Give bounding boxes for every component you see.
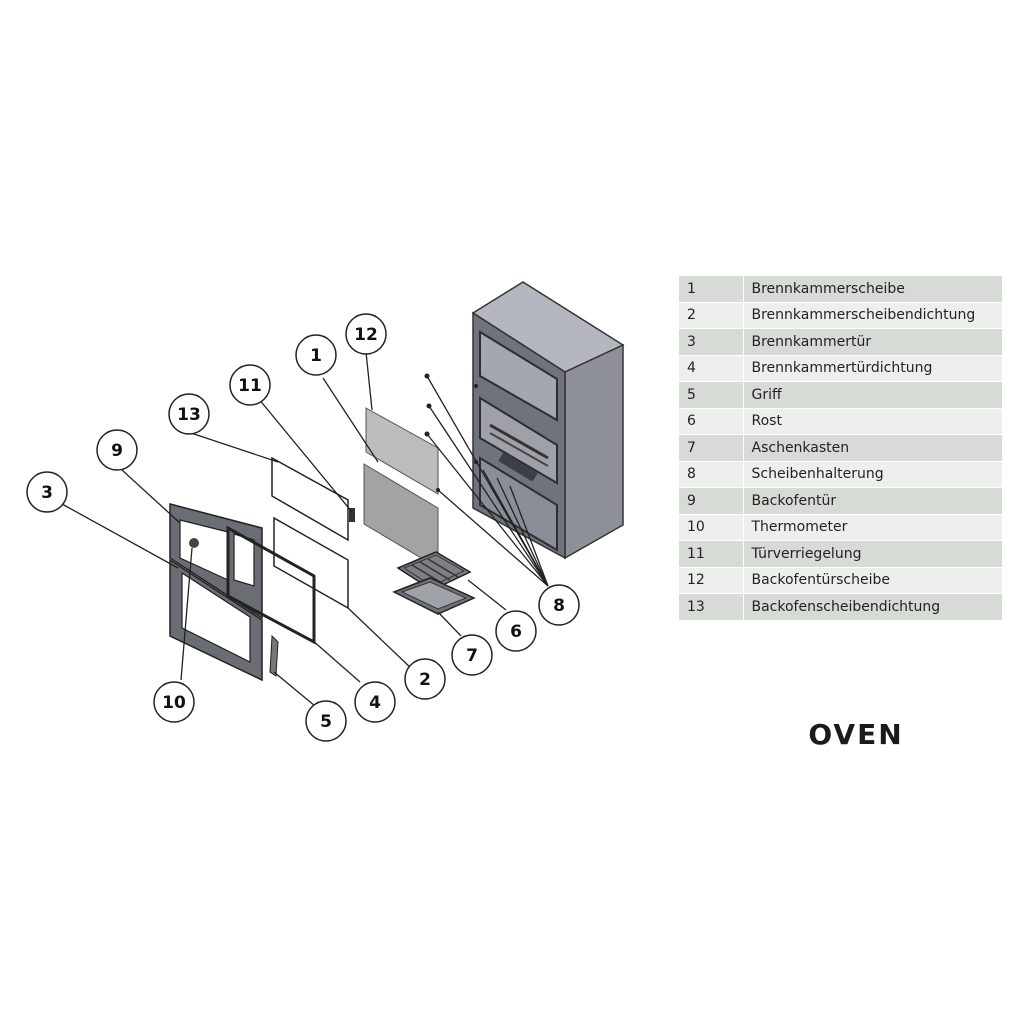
svg-text:8: 8 — [553, 596, 565, 616]
part-number: 13 — [679, 593, 744, 621]
part-number: 5 — [679, 381, 744, 409]
part-name: Backofentür — [743, 487, 1002, 515]
callout-1: 1 — [295, 334, 337, 376]
part-number: 1 — [679, 276, 744, 303]
part-number: 12 — [679, 567, 744, 594]
svg-text:1: 1 — [310, 346, 322, 366]
callout-5: 5 — [305, 700, 347, 742]
part-name: Scheibenhalterung — [743, 461, 1002, 488]
ash-box — [392, 577, 476, 615]
leader-lines — [61, 351, 549, 707]
part-number: 8 — [679, 461, 744, 488]
callout-6: 6 — [495, 610, 537, 652]
part-number: 4 — [679, 355, 744, 382]
svg-text:12: 12 — [354, 325, 378, 345]
svg-text:13: 13 — [177, 405, 201, 425]
svg-text:4: 4 — [369, 693, 381, 713]
part-number: 7 — [679, 434, 744, 462]
callout-3: 3 — [26, 471, 68, 513]
part-number: 11 — [679, 540, 744, 568]
callout-11: 11 — [229, 364, 271, 406]
callout-4: 4 — [354, 681, 396, 723]
svg-text:10: 10 — [162, 693, 186, 713]
part-number: 10 — [679, 514, 744, 541]
svg-text:2: 2 — [419, 670, 431, 690]
callout-12: 12 — [345, 313, 387, 355]
svg-text:11: 11 — [238, 376, 262, 396]
oven-title: OVEN — [808, 718, 904, 751]
part-name: Rost — [743, 408, 1002, 435]
part-name: Backofenscheibendichtung — [743, 593, 1002, 621]
svg-text:7: 7 — [466, 646, 478, 666]
part-name: Brennkammerscheibe — [743, 276, 1002, 303]
svg-text:6: 6 — [510, 622, 522, 642]
svg-text:3: 3 — [41, 483, 53, 503]
part-name: Thermometer — [743, 514, 1002, 541]
oven-door-glass — [365, 407, 439, 495]
part-number: 3 — [679, 328, 744, 356]
part-name: Brennkammerscheibendichtung — [743, 302, 1002, 329]
part-number: 6 — [679, 408, 744, 435]
part-name: Brennkammertür — [743, 328, 1002, 356]
oven-body — [471, 281, 625, 560]
callout-10: 10 — [153, 681, 195, 723]
callout-9: 9 — [96, 429, 138, 471]
part-number: 2 — [679, 302, 744, 329]
handle — [269, 634, 279, 677]
callout-13: 13 — [168, 393, 210, 435]
svg-text:9: 9 — [111, 441, 123, 461]
part-name: Griff — [743, 381, 1002, 409]
callout-7: 7 — [451, 634, 493, 676]
door-latch — [349, 508, 355, 522]
part-number: 9 — [679, 487, 744, 515]
part-name: Türverriegelung — [743, 540, 1002, 568]
oven-glass-gasket — [271, 456, 349, 542]
svg-text:5: 5 — [320, 712, 332, 732]
part-name: Brennkammertürdichtung — [743, 355, 1002, 382]
part-name: Aschenkasten — [743, 434, 1002, 462]
callout-2: 2 — [404, 658, 446, 700]
part-name: Backofentürscheibe — [743, 567, 1002, 594]
callout-8: 8 — [538, 584, 580, 626]
callouts: 1 2 3 4 5 6 7 8 9 10 11 12 13 — [26, 313, 580, 742]
firebox-glass-gasket — [273, 516, 349, 610]
